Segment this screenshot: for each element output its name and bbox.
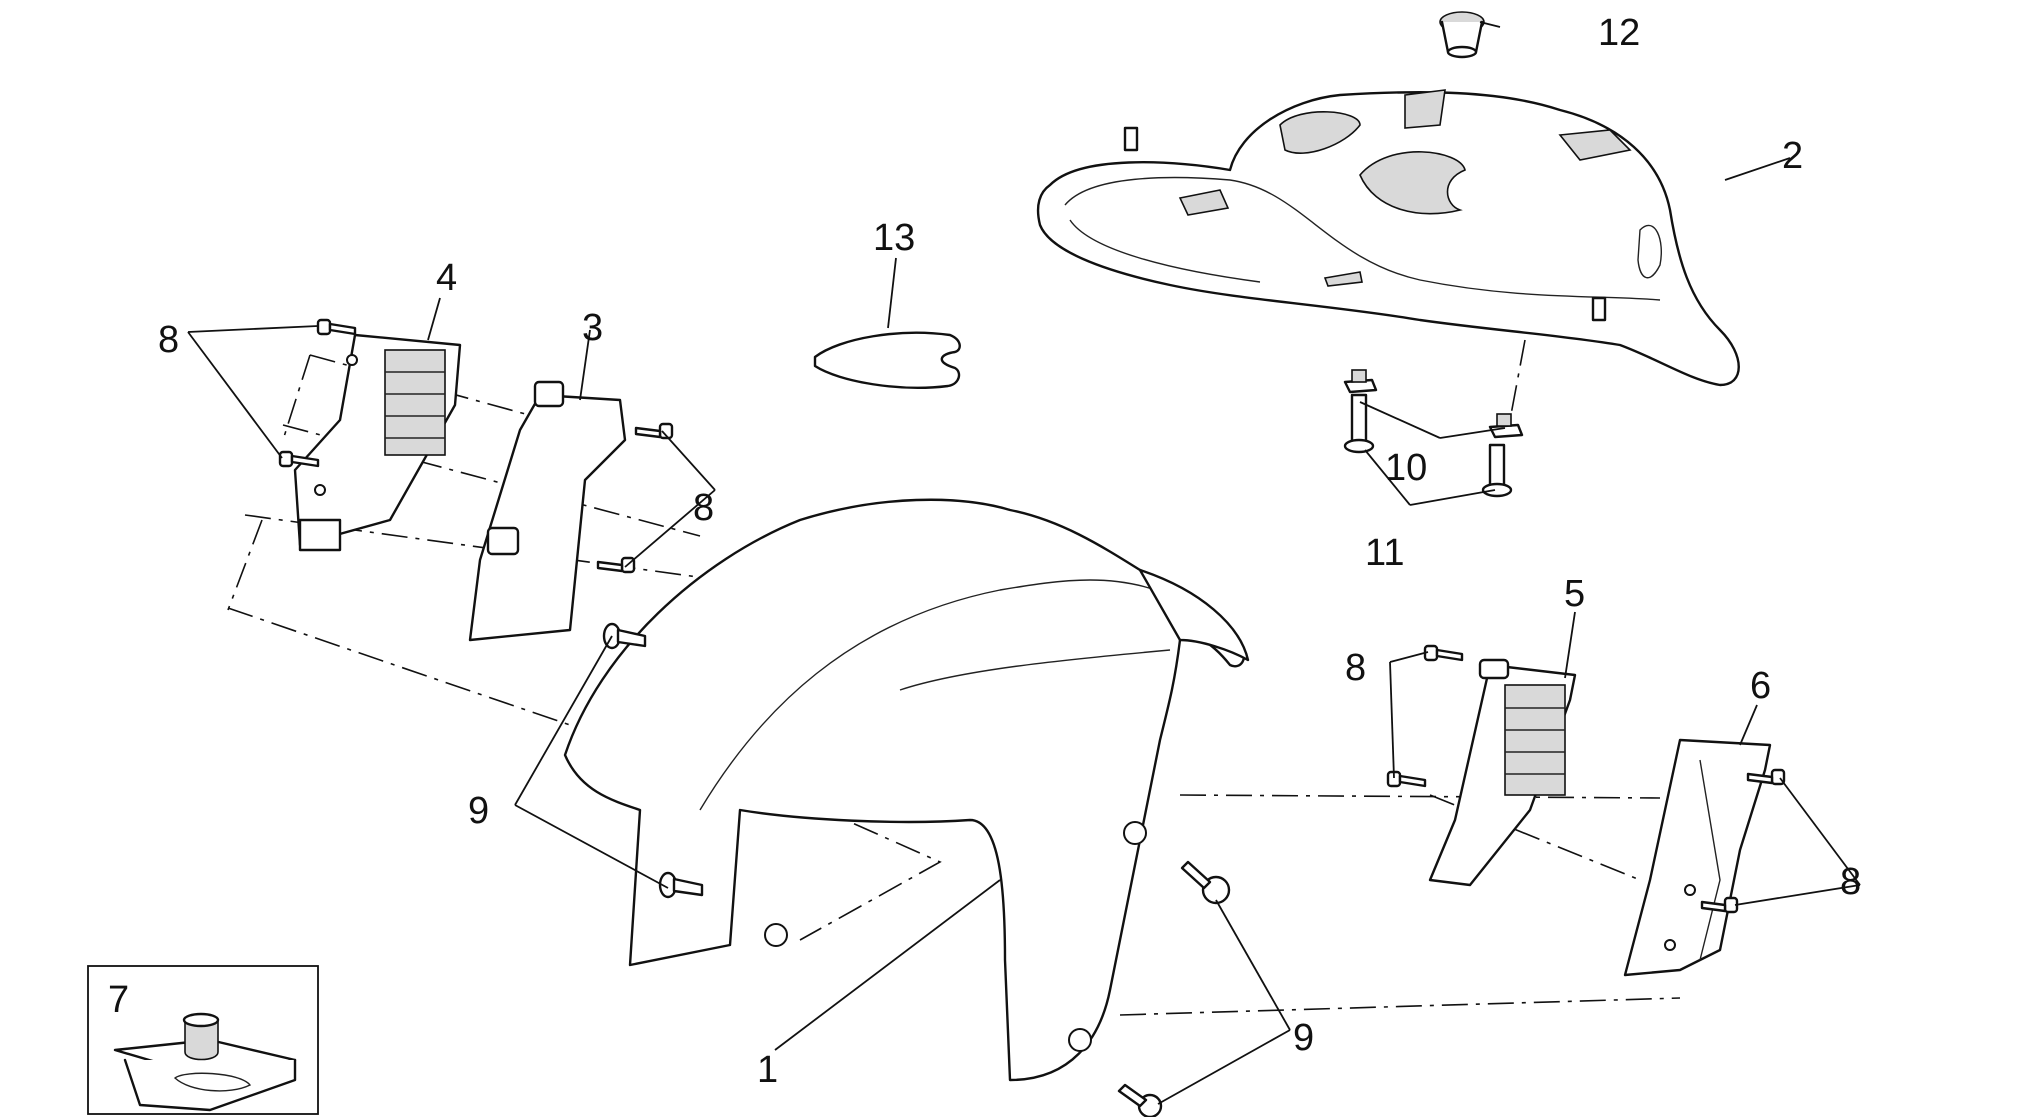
callout-13: 13 bbox=[873, 217, 915, 259]
screw-8-icon bbox=[596, 556, 636, 574]
part-3-side-cover bbox=[468, 380, 627, 642]
screw-9-icon bbox=[1117, 1083, 1163, 1117]
callout-8-left-bottom: 8 bbox=[693, 487, 714, 529]
screw-11-icon bbox=[1343, 393, 1375, 454]
callout-2: 2 bbox=[1782, 135, 1803, 177]
screw-8-icon bbox=[278, 450, 320, 468]
callout-4: 4 bbox=[436, 257, 457, 299]
washer-10-icon bbox=[1488, 413, 1524, 439]
callout-12: 12 bbox=[1598, 12, 1640, 54]
callout-7: 7 bbox=[108, 979, 129, 1021]
screw-9-icon bbox=[658, 871, 704, 899]
part-2-upper-cover bbox=[1036, 89, 1740, 387]
screw-9-icon bbox=[1180, 860, 1231, 905]
screw-8-icon bbox=[1746, 768, 1786, 786]
callout-9-left: 9 bbox=[468, 790, 489, 832]
screw-8-icon bbox=[1700, 896, 1739, 914]
part-13-decal bbox=[813, 331, 961, 389]
callout-6: 6 bbox=[1750, 665, 1771, 707]
screw-11-icon bbox=[1481, 443, 1513, 498]
part-1-front-mudguard bbox=[563, 498, 1250, 1082]
callout-8-right-bottom: 8 bbox=[1840, 861, 1861, 903]
part-4-bracket bbox=[293, 333, 462, 552]
screw-9-icon bbox=[602, 622, 647, 650]
callout-11: 11 bbox=[1365, 532, 1404, 574]
callout-9-right: 9 bbox=[1293, 1017, 1314, 1059]
callout-8-left-top: 8 bbox=[158, 319, 179, 361]
callout-3: 3 bbox=[582, 307, 603, 349]
part-7-clip-nut bbox=[87, 965, 319, 1115]
part-12-grommet bbox=[1439, 11, 1485, 59]
leader-lines bbox=[187, 21, 1861, 1105]
callout-1: 1 bbox=[757, 1049, 778, 1091]
callout-8-right-top: 8 bbox=[1345, 647, 1366, 689]
callout-labels: 1 2 3 4 5 6 7 8 8 8 8 9 9 10 11 12 13 bbox=[108, 12, 1861, 1091]
callout-10: 10 bbox=[1385, 447, 1427, 489]
part-5-bracket bbox=[1428, 658, 1577, 887]
screw-8-icon bbox=[634, 422, 674, 440]
screw-8-icon bbox=[316, 318, 357, 336]
part-6-bracket bbox=[1623, 738, 1772, 977]
washer-10-icon bbox=[1343, 369, 1378, 394]
screw-8-icon bbox=[1423, 644, 1464, 662]
fasteners bbox=[278, 318, 1786, 1117]
callout-5: 5 bbox=[1564, 573, 1585, 615]
